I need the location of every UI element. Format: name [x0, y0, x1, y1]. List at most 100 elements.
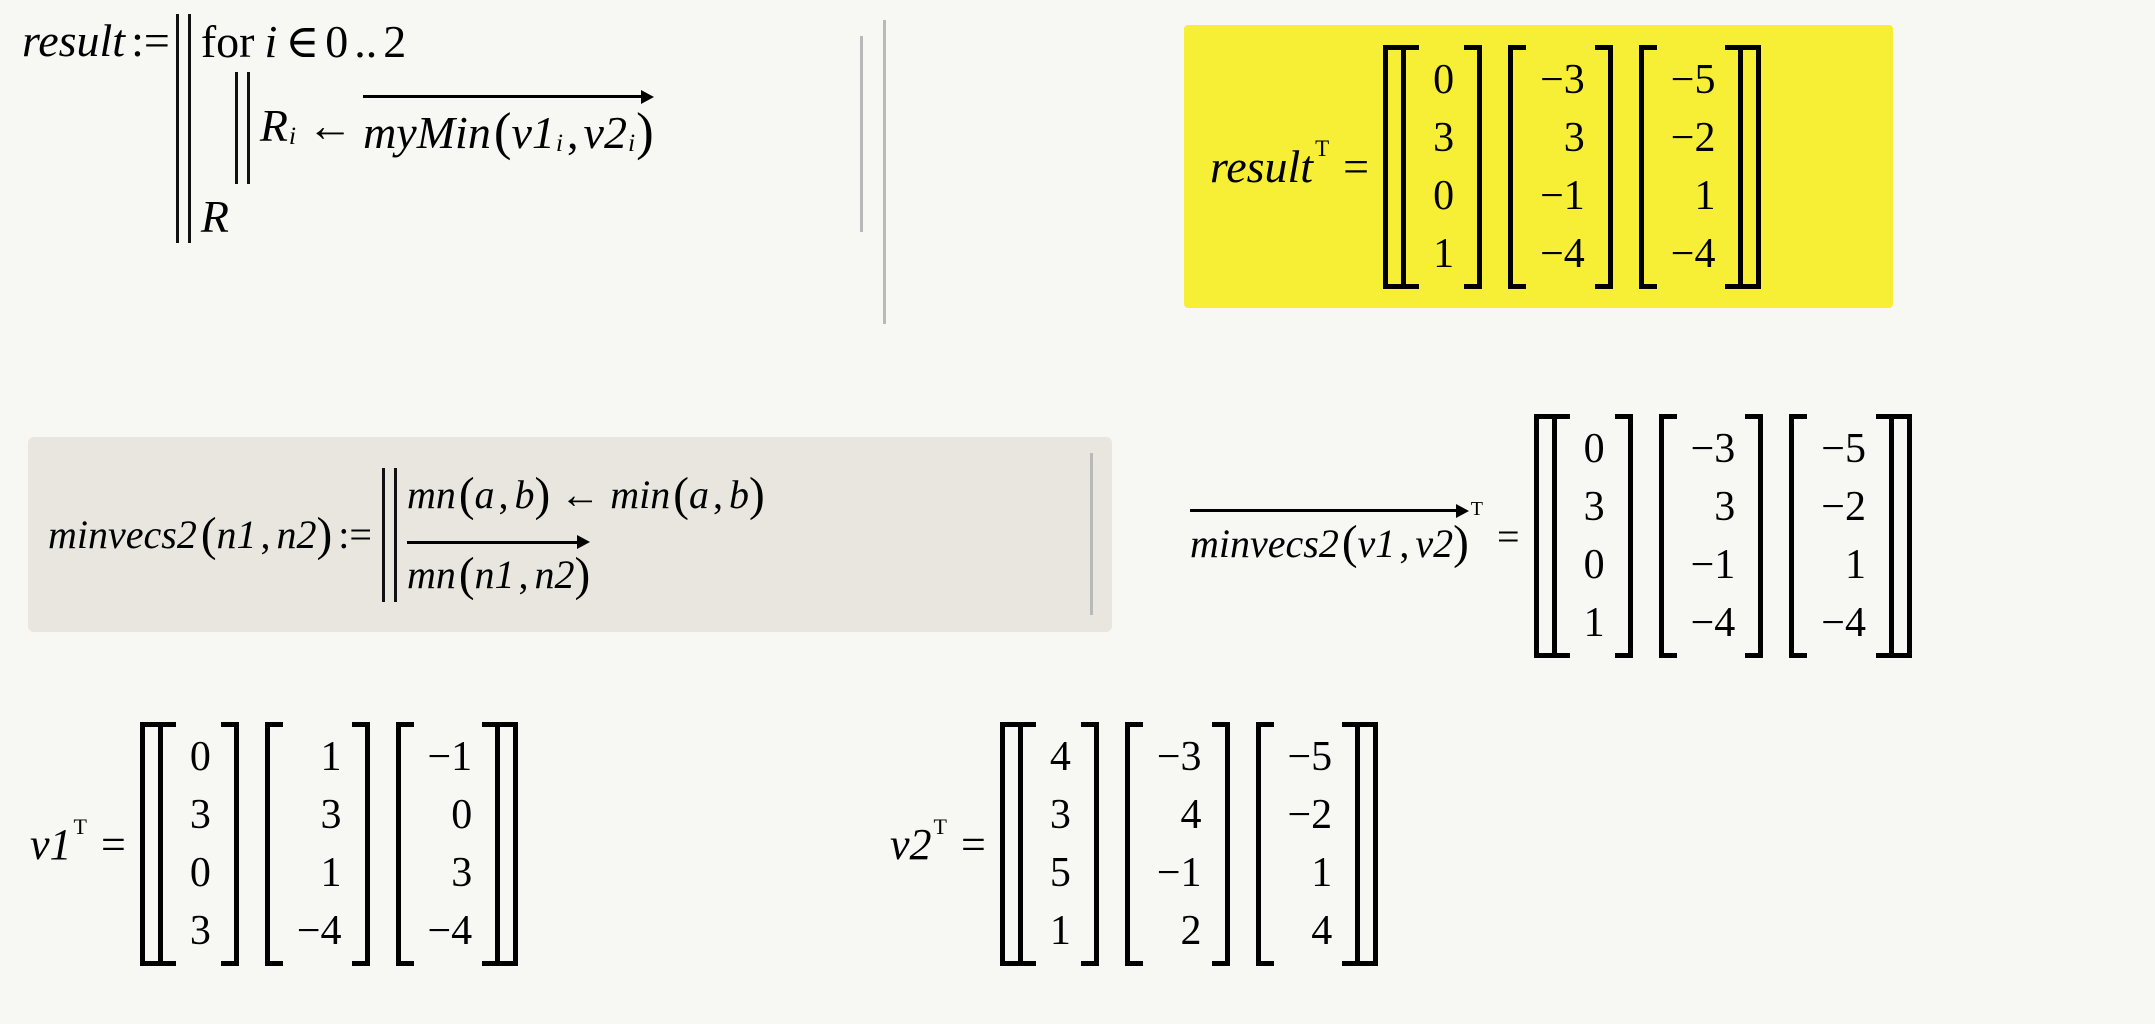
for-index-var: i — [264, 15, 278, 67]
matrix-cell: −1 — [1156, 850, 1202, 896]
matrix-column: 0 3 0 1 — [1401, 44, 1483, 289]
column-bracket-left — [1658, 414, 1677, 658]
range-end: 2 — [383, 15, 407, 67]
v2-matrix: 4 3 5 1 −3 4 −1 2 — [999, 722, 1379, 966]
matrix-cell: −2 — [1287, 792, 1333, 838]
matrix-cell: −5 — [1821, 426, 1866, 472]
range-start: 0 — [325, 15, 349, 67]
region-result-program[interactable]: result := for i ∈ 0 .. 2 — [22, 14, 886, 324]
matrix-cell: −4 — [1540, 230, 1585, 277]
assign-operator: := — [338, 512, 372, 557]
region-v1-eval[interactable]: v1 T = 0 3 0 3 — [30, 722, 519, 966]
column-cells: −1 0 3 −4 — [414, 722, 483, 966]
matrix-cell: 1 — [1433, 230, 1455, 277]
paren-open: ( — [458, 468, 475, 521]
column-bracket-left — [1551, 414, 1570, 658]
matrix-cell: 5 — [1049, 850, 1071, 896]
matrix-cell: 0 — [1433, 172, 1455, 219]
program-line-return[interactable]: R — [201, 184, 654, 243]
paren-close: ) — [748, 468, 765, 521]
region-rule — [1090, 453, 1093, 615]
matrix-cell: −2 — [1670, 114, 1716, 161]
column-cells: −5 −2 1 −4 — [1807, 414, 1876, 658]
local-assign-arrow-icon: ← — [560, 472, 601, 517]
matrix-cell: 1 — [1694, 172, 1716, 219]
minvecs2-param-2: n2 — [276, 512, 317, 557]
matrix-cell: −4 — [1821, 600, 1866, 646]
arg-separator: , — [567, 106, 579, 158]
matrix-columns: 0 3 0 1 −3 3 −1 −4 — [1551, 414, 1894, 658]
local-assign-arrow-icon: ← — [307, 99, 354, 151]
column-bracket-right — [1614, 414, 1633, 658]
matrix-cell: 3 — [189, 792, 211, 838]
column-bracket-left — [395, 722, 414, 966]
matrix-cell: 1 — [320, 850, 342, 896]
member-operator-icon: ∈ — [285, 16, 320, 67]
paren-close: ) — [636, 103, 654, 161]
matrix-cell: −1 — [1690, 542, 1736, 588]
matrix-cell: 4 — [1311, 908, 1333, 954]
paren-open: ( — [493, 103, 512, 161]
matrix-bracket-left — [1383, 44, 1402, 289]
matrix-cell: 4 — [1049, 734, 1071, 780]
matrix-column: 4 3 5 1 — [1017, 722, 1099, 966]
column-bracket-left — [1401, 44, 1420, 289]
column-bracket-right — [1342, 722, 1361, 966]
matrix-column: 1 3 1 −4 — [264, 722, 370, 966]
program-line-assign[interactable]: R i ← myMin ( v1 i , v2 — [260, 72, 654, 184]
vectorize-operator-icon: mn ( n1 , n2 ) — [406, 534, 591, 602]
minvecs2-eval-arg-2: v2 — [1415, 520, 1454, 566]
equals-operator: = — [960, 819, 986, 869]
matrix-cell: 2 — [1180, 908, 1202, 954]
matrix-column: −5 −2 1 4 — [1255, 722, 1361, 966]
region-minvecs2-definition[interactable]: minvecs2 ( n1 , n2 ) := mn ( a , b ) ← m… — [28, 437, 1112, 632]
column-bracket-right — [1725, 44, 1744, 289]
matrix-cell: −4 — [296, 908, 342, 954]
program-line-for[interactable]: for i ∈ 0 .. 2 — [201, 14, 654, 72]
matrix-cell: −4 — [427, 908, 473, 954]
paren-open: ( — [200, 508, 217, 561]
matrix-column: −5 −2 1 −4 — [1789, 414, 1894, 658]
matrix-column: −3 4 −1 2 — [1124, 722, 1230, 966]
vectorize-operator-icon: minvecs2 ( v1 , v2 ) — [1190, 502, 1469, 570]
minvecs2-signature: minvecs2 ( n1 , n2 ) := — [48, 468, 382, 602]
matrix-cell: 4 — [1180, 792, 1202, 838]
column-bracket-right — [482, 722, 501, 966]
mn-param-b: b — [514, 472, 535, 517]
column-cells: 4 3 5 1 — [1036, 722, 1081, 966]
column-bracket-right — [1211, 722, 1230, 966]
mymin-function-name: myMin — [363, 106, 491, 158]
minvecs2-param-1: n1 — [216, 512, 257, 557]
column-bracket-right — [220, 722, 239, 966]
region-result-eval[interactable]: result T = 0 3 0 1 — [1184, 25, 1893, 308]
equals-operator: = — [1343, 141, 1370, 192]
matrix-cell: 3 — [1714, 484, 1736, 530]
region-v2-eval[interactable]: v2 T = 4 3 5 1 — [890, 722, 1379, 966]
for-keyword: for — [200, 15, 255, 67]
matrix-cell: −4 — [1690, 600, 1736, 646]
transpose-superscript: T — [1315, 135, 1330, 161]
matrix-cell: −3 — [1156, 734, 1202, 780]
matrix-column: 0 3 0 3 — [157, 722, 239, 966]
loop-target: R — [259, 99, 288, 151]
result-eval-label-row: result T = — [1210, 136, 1383, 193]
column-bracket-left — [1255, 722, 1274, 966]
column-cells: 0 3 0 3 — [176, 722, 221, 966]
matrix-cell: 1 — [1583, 600, 1605, 646]
column-bracket-right — [1875, 414, 1894, 658]
paren-close: ) — [534, 468, 551, 521]
minvecs2-eval-function: minvecs2 — [1190, 520, 1339, 566]
loop-target-subscript: i — [288, 120, 297, 150]
v2-eval-label-row: v2 T = — [890, 814, 1000, 870]
column-bracket-left — [264, 722, 283, 966]
matrix-column: −1 0 3 −4 — [395, 722, 501, 966]
region-minvecs2-eval[interactable]: minvecs2 ( v1 , v2 ) T = 0 3 0 — [1190, 414, 1912, 658]
paren-close: ) — [1453, 517, 1469, 569]
program-line-return[interactable]: mn ( n1 , n2 ) — [406, 534, 765, 602]
program-lines-outer: for i ∈ 0 .. 2 R i ← — [201, 14, 654, 243]
program-line-local-assign[interactable]: mn ( a , b ) ← min ( a , b ) — [407, 468, 765, 534]
minvecs2-name: minvecs2 — [48, 512, 197, 557]
paren-open: ( — [1341, 517, 1358, 569]
matrix-cell: 1 — [1844, 542, 1866, 588]
